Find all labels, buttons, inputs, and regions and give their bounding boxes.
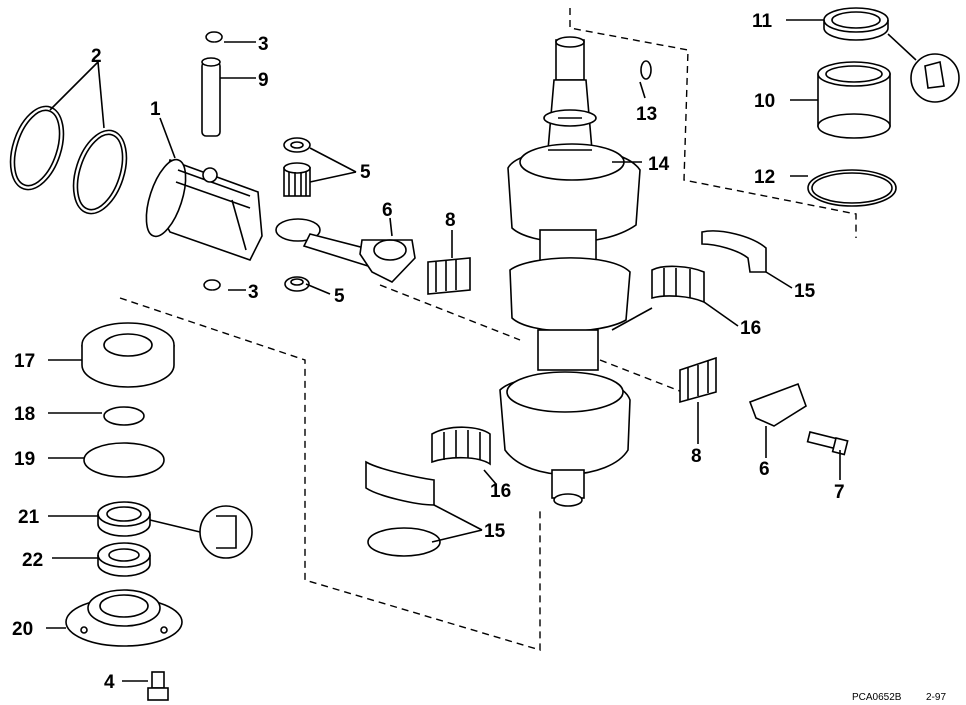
label-part-16-right: 16 (740, 318, 761, 339)
label-part-8-right: 8 (691, 446, 702, 467)
label-part-4: 4 (104, 672, 115, 693)
o-ring-upper (807, 169, 897, 207)
upper-needle-bearing (817, 61, 891, 139)
label-part-5-top: 5 (360, 162, 371, 183)
connecting-rod (275, 218, 416, 283)
label-part-6-right: 6 (759, 459, 770, 480)
wrist-pin (201, 57, 221, 137)
drawing-date: 2-97 (926, 692, 946, 703)
seal-22 (97, 542, 151, 577)
rod-bolt (806, 431, 849, 456)
rod-cap (748, 382, 807, 427)
drawing-code: PCA0652B (852, 692, 902, 703)
label-part-2: 2 (91, 46, 102, 67)
piston (145, 158, 263, 261)
upper-seal-ring (823, 7, 889, 41)
seal-21 (97, 501, 151, 537)
label-part-11: 11 (752, 11, 773, 32)
label-part-15-left: 15 (484, 521, 506, 542)
retaining-ring-18 (103, 406, 145, 426)
part-labels: 2 1 3 9 5 6 8 3 5 13 14 11 10 12 15 16 8… (12, 11, 845, 693)
label-part-12: 12 (754, 167, 775, 188)
label-part-9: 9 (258, 70, 269, 91)
crankshaft (499, 36, 641, 507)
needle-cage (427, 257, 717, 404)
bearing-housing-20 (65, 589, 183, 647)
o-ring-19 (83, 442, 165, 478)
main-bearing-shells (365, 230, 767, 557)
housing-screw-4 (147, 671, 169, 701)
retaining-clips (203, 31, 223, 291)
label-part-19: 19 (14, 449, 35, 470)
detail-callout-lower (149, 505, 253, 559)
label-part-8-top: 8 (445, 210, 456, 231)
label-part-20: 20 (12, 619, 33, 640)
label-part-14: 14 (648, 154, 670, 175)
piston-rings (9, 105, 128, 215)
label-part-3-bottom: 3 (248, 282, 259, 303)
leader-lines (46, 19, 841, 682)
label-part-15-right: 15 (794, 281, 816, 302)
label-part-1: 1 (150, 99, 161, 120)
pin-bearing (283, 137, 311, 292)
label-part-5-bottom: 5 (334, 286, 345, 307)
label-part-6-top: 6 (382, 200, 393, 221)
label-part-18: 18 (14, 404, 35, 425)
label-part-3-top: 3 (258, 34, 269, 55)
footer: PCA0652B 2-97 (852, 692, 946, 703)
label-part-17: 17 (14, 351, 35, 372)
label-part-21: 21 (18, 507, 40, 528)
detail-callout-upper (887, 33, 960, 103)
assembly-dashed-lines (119, 8, 857, 651)
label-part-22: 22 (22, 550, 43, 571)
label-part-16-left: 16 (490, 481, 511, 502)
ball-bearing (81, 322, 175, 388)
label-part-10: 10 (754, 91, 775, 112)
label-part-7: 7 (834, 482, 845, 503)
label-part-13: 13 (636, 104, 657, 125)
woodruff-key (640, 60, 652, 80)
